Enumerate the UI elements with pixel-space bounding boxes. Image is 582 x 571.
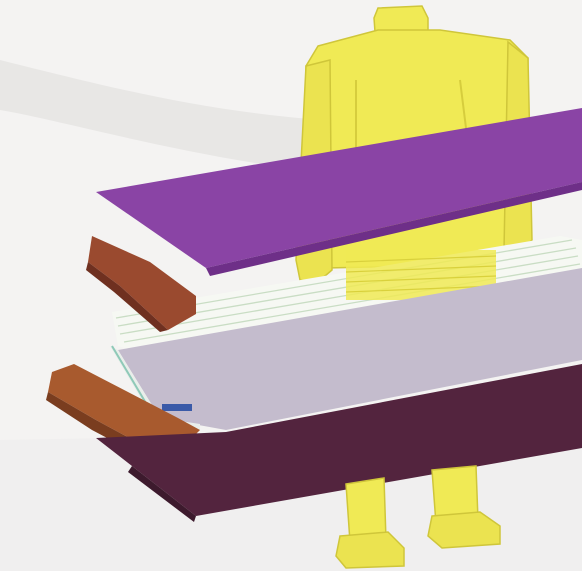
blue-tab [162,404,192,411]
figure-left-foot [336,532,404,568]
